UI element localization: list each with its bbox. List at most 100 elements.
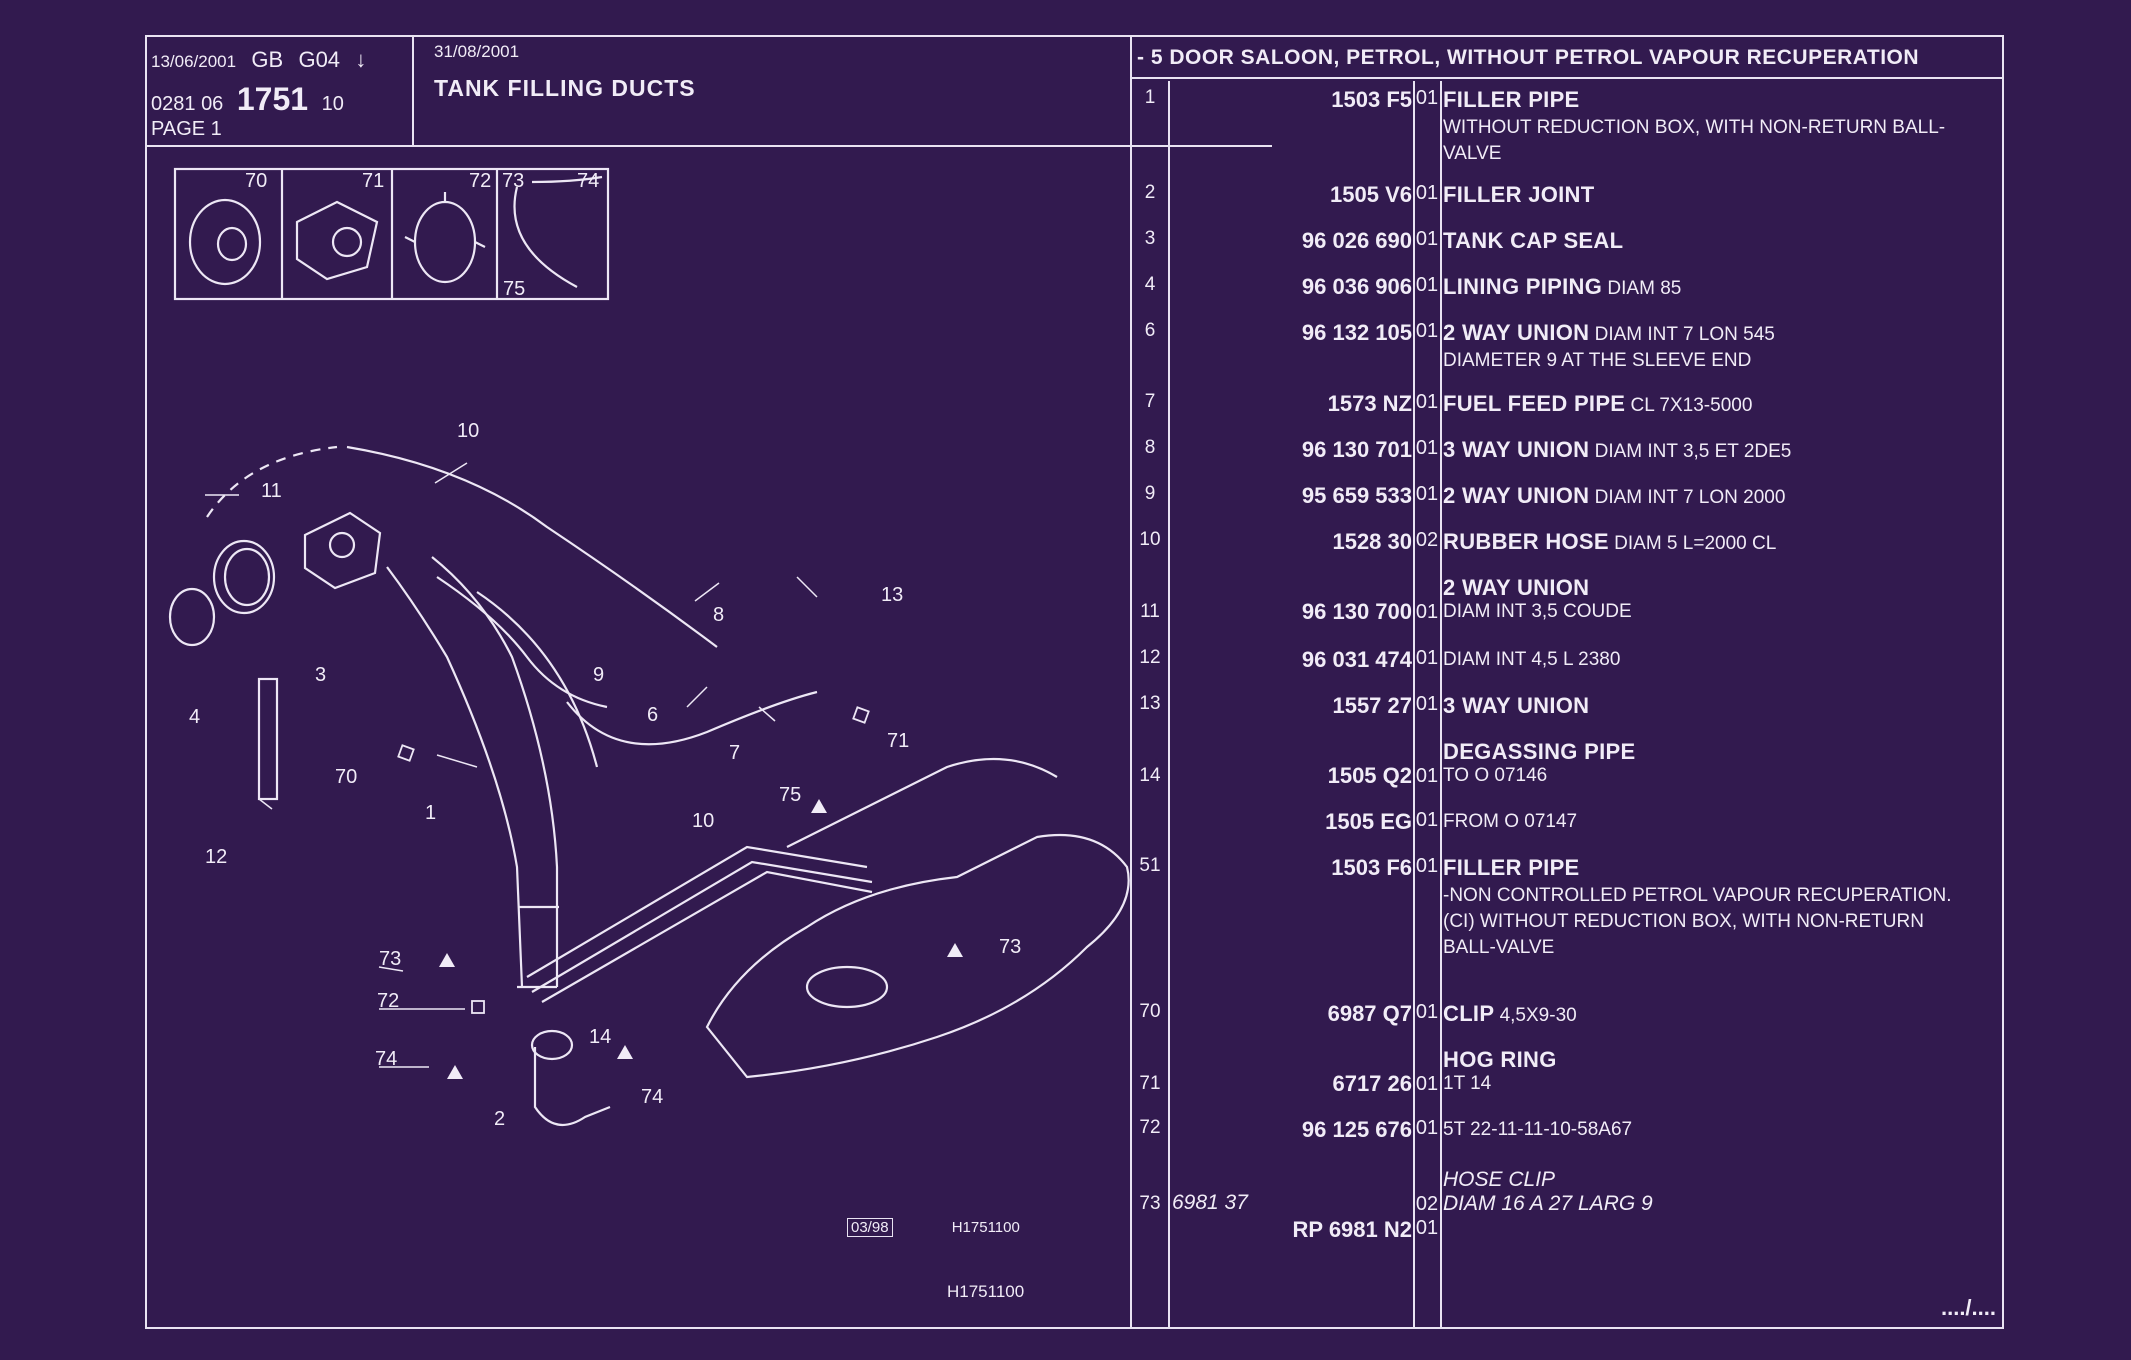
thumb-label-75: 75 [503,278,525,300]
part-name: FUEL FEED PIPE [1443,391,1626,416]
part-number: 1573 NZ [1327,391,1412,416]
part-name: CLIP [1443,1001,1495,1026]
part-desc: TO O 07146 [1443,765,1548,786]
part-heading: HOG RING [1443,1047,1557,1072]
part-name: FILLER PIPE [1443,855,1580,880]
part-name: LINING PIPING [1443,274,1603,299]
ref-c: 10 [321,93,344,115]
continuation-mark: ..../.... [1940,1295,1996,1320]
callout-74b: 74 [641,1086,663,1108]
part-heading: 2 WAY UNION [1443,575,1590,600]
quantity: 01 [1415,320,1439,342]
part-desc: DIAM INT 3,5 COUDE [1443,601,1632,622]
callout-71: 71 [887,730,909,752]
callout-75: 75 [779,784,801,806]
page-number: PAGE 1 [151,118,222,140]
part-desc: DIAM 16 A 27 LARG 9 [1443,1192,1653,1215]
part-name: FILLER PIPE [1443,87,1580,112]
part-number: 1528 30 [1332,529,1412,554]
callout-10b: 10 [692,810,714,832]
parts-list: - 5 DOOR SALOON, PETROL, WITHOUT PETROL … [1130,37,2004,1327]
ref-number: 8 [1144,437,1156,458]
callout-10a: 10 [457,420,479,442]
part-name: TANK CAP SEAL [1443,228,1624,253]
ref-number: 70 [1139,1001,1161,1022]
thumb-label-70: 70 [245,170,267,192]
ref-number: 7 [1144,391,1156,412]
quantity: 01 [1415,437,1439,459]
part-number: 1505 V6 [1330,182,1412,207]
hose-clip-73-icon [513,175,603,288]
reference-box: 13/06/2001 GB G04 ↓ 0281 06 1751 10 PAGE… [147,37,414,147]
filler-pipe-path [386,556,559,988]
part-desc: 4,5X9-30 [1494,1005,1577,1026]
clip-70-icon [188,198,262,286]
diagram-code-b: H1751100 [947,1282,1025,1301]
quantity: 01 [1415,228,1439,250]
ref-number: 10 [1139,529,1161,550]
callout-73b: 73 [999,936,1021,958]
down-arrow-icon: ↓ [355,47,367,72]
title-box: 31/08/2001 TANK FILLING DUCTS [412,37,1272,147]
part-number: 95 659 533 [1301,483,1412,508]
part-desc: DIAM 5 L=2000 CL [1608,533,1777,554]
part-number: 1557 27 [1332,693,1412,718]
part-desc: 5T 22-11-11-10-58A67 [1443,1119,1633,1140]
part-desc: DIAM INT 7 LON 545 [1589,324,1775,345]
callout-13: 13 [881,584,903,606]
ref-number: 51 [1139,855,1161,876]
ref-number: 14 [1139,765,1161,786]
diagram-code-a: H1751100 [951,1219,1020,1236]
part-note: WITHOUT REDUCTION BOX, WITH NON-RETURN B… [1443,117,1946,164]
ref-main: 1751 [236,81,309,117]
ref-number: 9 [1144,483,1156,504]
part-number: 1503 F6 [1331,855,1412,880]
column-divider [1168,81,1170,1327]
part-note: -NON CONTROLLED PETROL VAPOUR RECUPERATI… [1443,885,1952,958]
callout-7: 7 [729,742,740,764]
ref-number: 12 [1139,647,1161,668]
part-number: 96 031 474 [1301,647,1412,672]
quantity: 01 [1415,182,1439,204]
thumb-label-73: 73 [502,170,524,192]
quantity: 02 [1415,1193,1439,1215]
callout-9: 9 [593,664,604,686]
part-desc: DIAM 85 [1602,278,1682,299]
part-number: 6717 26 [1332,1071,1412,1096]
thumb-label-72: 72 [469,170,491,192]
thumb-label-74: 74 [577,170,599,192]
ref-number: 11 [1140,601,1160,622]
callout-4: 4 [189,706,200,728]
quantity: 01 [1415,87,1439,109]
quantity: 01 [1415,1001,1439,1023]
ref-a: 0281 [151,93,196,115]
quantity: 01 [1415,855,1439,877]
part-number: 1503 F5 [1331,87,1412,112]
callout-8: 8 [713,604,724,626]
clip-72-icon [413,200,477,284]
callout-2: 2 [494,1108,505,1130]
callout-1: 1 [425,802,436,824]
part-desc: 1T 14 [1443,1073,1492,1094]
part-number: 6987 Q7 [1327,1001,1412,1026]
part-number: 96 130 700 [1301,599,1412,624]
fuel-tank-outline [705,833,1130,1079]
part-number: 96 132 105 [1301,320,1412,345]
parts-sheet: 13/06/2001 GB G04 ↓ 0281 06 1751 10 PAGE… [145,35,2004,1329]
part-heading: HOSE CLIP [1443,1168,1556,1191]
part-number: 96 026 690 [1301,228,1412,253]
title-date: 31/08/2001 [434,42,520,61]
ref-number: 13 [1139,693,1161,714]
part-name: 3 WAY UNION [1443,437,1590,462]
part-number: 96 130 701 [1301,437,1412,462]
hog-ring-71-icon [295,200,379,281]
ref-number: 72 [1139,1117,1161,1138]
quantity: 01 [1415,483,1439,505]
part-number: 96 036 906 [1301,274,1412,299]
part-number: RP 6981 N2 [1292,1217,1412,1242]
part-name: 3 WAY UNION [1443,693,1590,718]
ref-number: 3 [1144,228,1156,249]
quantity: 01 [1415,1073,1439,1095]
quantity: 01 [1415,274,1439,296]
quantity: 01 [1415,647,1439,669]
